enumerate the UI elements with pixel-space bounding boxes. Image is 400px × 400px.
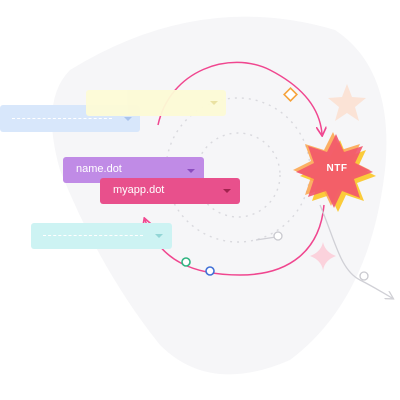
bottom-flow-arrow	[145, 204, 325, 276]
badge-label: NTF	[326, 163, 348, 174]
field-placeholder-line	[43, 235, 143, 236]
blue-node	[205, 266, 215, 276]
gray-connector	[255, 236, 277, 241]
orange-node	[283, 87, 298, 102]
field-placeholder-line	[12, 118, 112, 119]
chevron-down-icon	[124, 117, 132, 121]
chevron-down-icon	[210, 101, 218, 105]
peach-star-decoration	[328, 84, 366, 121]
dotted-ring-inner	[195, 132, 281, 218]
gray-outflow-arrow	[319, 204, 392, 298]
field-yellow-top[interactable]	[86, 90, 226, 116]
green-node	[181, 257, 191, 267]
field-myapp-dot[interactable]: myapp.dot	[100, 178, 240, 204]
gray-node-outer	[359, 271, 369, 281]
chevron-down-icon	[223, 189, 231, 193]
field-label: name.dot	[76, 163, 122, 175]
chevron-down-icon	[155, 234, 163, 238]
chevron-down-icon	[187, 169, 195, 173]
gray-node-inner	[273, 231, 283, 241]
field-cyan-bottom[interactable]	[31, 223, 172, 249]
field-label: myapp.dot	[113, 184, 165, 196]
pink-sparkle-decoration	[310, 242, 336, 270]
top-flow-arrow	[157, 61, 322, 134]
